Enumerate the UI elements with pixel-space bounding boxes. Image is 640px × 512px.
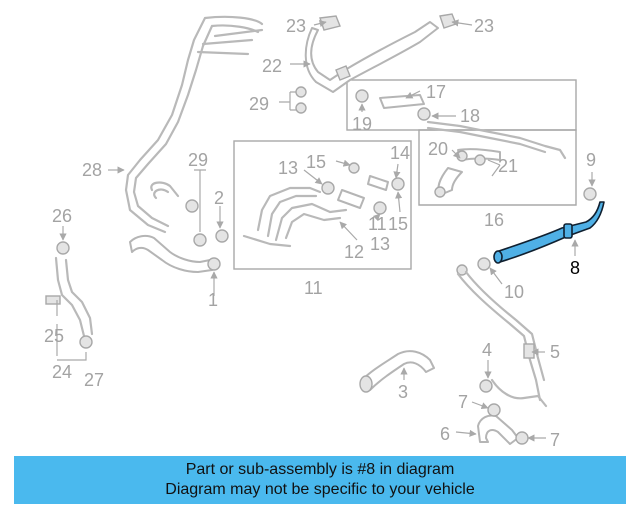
part-22-hose (304, 13, 457, 93)
banner-line-2: Diagram may not be specific to your vehi… (165, 481, 475, 498)
callout-2: 2 (214, 188, 224, 208)
callout-28: 28 (82, 160, 102, 180)
callout-6: 6 (440, 424, 450, 444)
callout-25: 25 (44, 326, 64, 346)
part-28-pipe (124, 15, 264, 234)
callout-23b: 23 (474, 16, 494, 36)
callout-26: 26 (52, 206, 72, 226)
callout-18: 18 (460, 106, 480, 126)
callout-16: 16 (484, 210, 504, 230)
callout-17: 17 (426, 82, 446, 102)
callout-10: 10 (504, 282, 524, 302)
callout-3: 3 (398, 382, 408, 402)
callout-9: 9 (586, 150, 596, 170)
callout-27: 27 (84, 370, 104, 390)
group-11-parts (215, 162, 405, 248)
part-5-pipe (456, 257, 548, 408)
part-6-hose (477, 403, 529, 445)
banner-line-1: Part or sub-assembly is #8 in diagram (185, 461, 455, 478)
callout-20: 20 (428, 139, 448, 159)
callout-11b: 11 (304, 278, 323, 298)
callout-7a: 7 (458, 392, 468, 412)
callout-23a: 23 (286, 16, 306, 36)
callout-1: 1 (208, 290, 218, 310)
group-box-16 (418, 129, 577, 206)
part-29-clamps (295, 86, 307, 114)
callout-4: 4 (482, 340, 492, 360)
callout-7b: 7 (550, 430, 560, 450)
callout-8[interactable]: 8 (570, 258, 580, 278)
callout-5: 5 (550, 342, 560, 362)
callout-15a: 15 (306, 152, 326, 172)
callout-29a: 29 (249, 94, 269, 114)
callout-13a: 13 (278, 158, 298, 178)
part-9-clamp (583, 187, 597, 201)
part-info-banner: Part or sub-assembly is #8 in diagram Di… (14, 456, 626, 504)
part-3-hose (359, 350, 435, 393)
callout-labels: 23 23 22 29 17 18 19 28 29 2 13 15 14 20… (44, 16, 596, 450)
callout-21: 21 (498, 156, 518, 176)
callout-29b: 29 (188, 150, 208, 170)
part-2-clamp (185, 199, 207, 247)
callout-19: 19 (352, 114, 372, 134)
leader-lines (56, 19, 596, 442)
group-box-11 (233, 140, 412, 270)
callout-22: 22 (262, 56, 282, 76)
callout-14: 14 (390, 143, 410, 163)
callout-15b: 15 (388, 214, 408, 234)
callout-24: 24 (52, 362, 72, 382)
callout-11a: 11 (368, 214, 387, 234)
part-1-hose (129, 234, 221, 273)
callout-12: 12 (344, 242, 364, 262)
part-24-assembly (45, 241, 94, 349)
callout-13b: 13 (370, 234, 390, 254)
part-8-hose-highlighted[interactable] (493, 201, 605, 264)
